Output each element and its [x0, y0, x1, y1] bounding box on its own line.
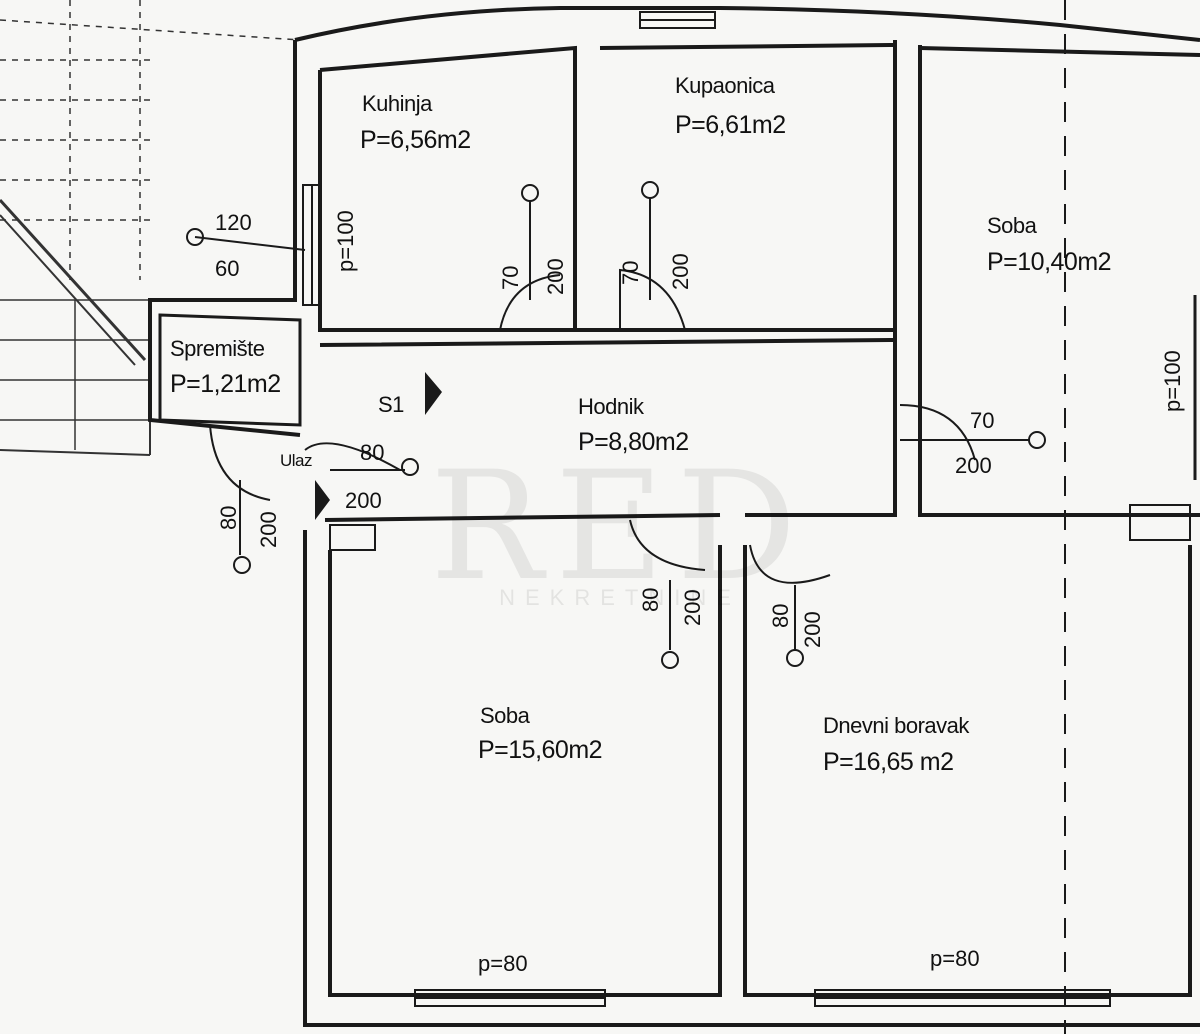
dim-kitchen-door-h: 200 — [543, 258, 568, 295]
dim-room-east-door-h: 200 — [955, 453, 992, 478]
watermark-subtitle: NEKRETNINE — [499, 585, 741, 610]
room-area-hallway: P=8,80m2 — [578, 428, 689, 456]
room-name-living-room: Dnevni boravak — [823, 713, 969, 738]
dim-room-south-door-h: 200 — [680, 589, 705, 626]
dim-storage-door-w: 80 — [216, 505, 241, 530]
dim-living-door-h: 200 — [800, 611, 825, 648]
room-name-storage: Spremište — [170, 336, 265, 361]
room-name-bedroom-south: Soba — [480, 703, 530, 728]
dim-room-south-parapet: p=80 — [478, 951, 528, 976]
dim-entry-door-h: 200 — [345, 488, 382, 513]
dim-room-east-parapet: p=100 — [1160, 350, 1185, 412]
dim-entry-door-w: 80 — [360, 440, 385, 465]
room-name-kitchen: Kuhinja — [362, 91, 432, 116]
entrance-arrow-icon — [425, 372, 442, 415]
dim-window-kitchen-h: 60 — [215, 256, 240, 281]
entry-arrow-icon — [315, 480, 330, 520]
dim-room-east-door-w: 70 — [970, 408, 995, 433]
dim-kitchen-door-w: 70 — [498, 265, 523, 290]
room-name-bedroom-east: Soba — [987, 213, 1037, 238]
windows — [302, 11, 1191, 1007]
dim-window-kitchen-w: 120 — [215, 210, 252, 235]
dimension-leaders — [186, 181, 1046, 669]
room-name-bathroom: Kupaonica — [675, 73, 775, 98]
room-area-bedroom-east: P=10,40m2 — [987, 248, 1112, 276]
dim-storage-door-h: 200 — [256, 511, 281, 548]
room-area-kitchen: P=6,56m2 — [360, 126, 471, 154]
entrance-label: Ulaz — [280, 451, 313, 470]
walls — [148, 6, 1200, 1027]
dim-bath-door-w: 70 — [618, 260, 643, 285]
dim-bath-door-h: 200 — [668, 253, 693, 290]
entrance-marker: S1 — [378, 392, 404, 417]
dim-room-south-door-w: 80 — [638, 587, 663, 612]
door-swings — [209, 268, 976, 584]
watermark-logo: RED — [430, 440, 809, 614]
dim-living-parapet: p=80 — [930, 946, 980, 971]
room-area-bedroom-south: P=15,60m2 — [478, 736, 603, 764]
staircase — [0, 0, 301, 456]
dim-kitchen-parapet: p=100 — [333, 210, 358, 272]
room-area-bathroom: P=6,61m2 — [675, 111, 786, 139]
room-area-living-room: P=16,65 m2 — [823, 748, 954, 776]
room-name-hallway: Hodnik — [578, 394, 644, 419]
room-area-storage: P=1,21m2 — [170, 370, 281, 398]
dim-living-door-w: 80 — [768, 603, 793, 628]
